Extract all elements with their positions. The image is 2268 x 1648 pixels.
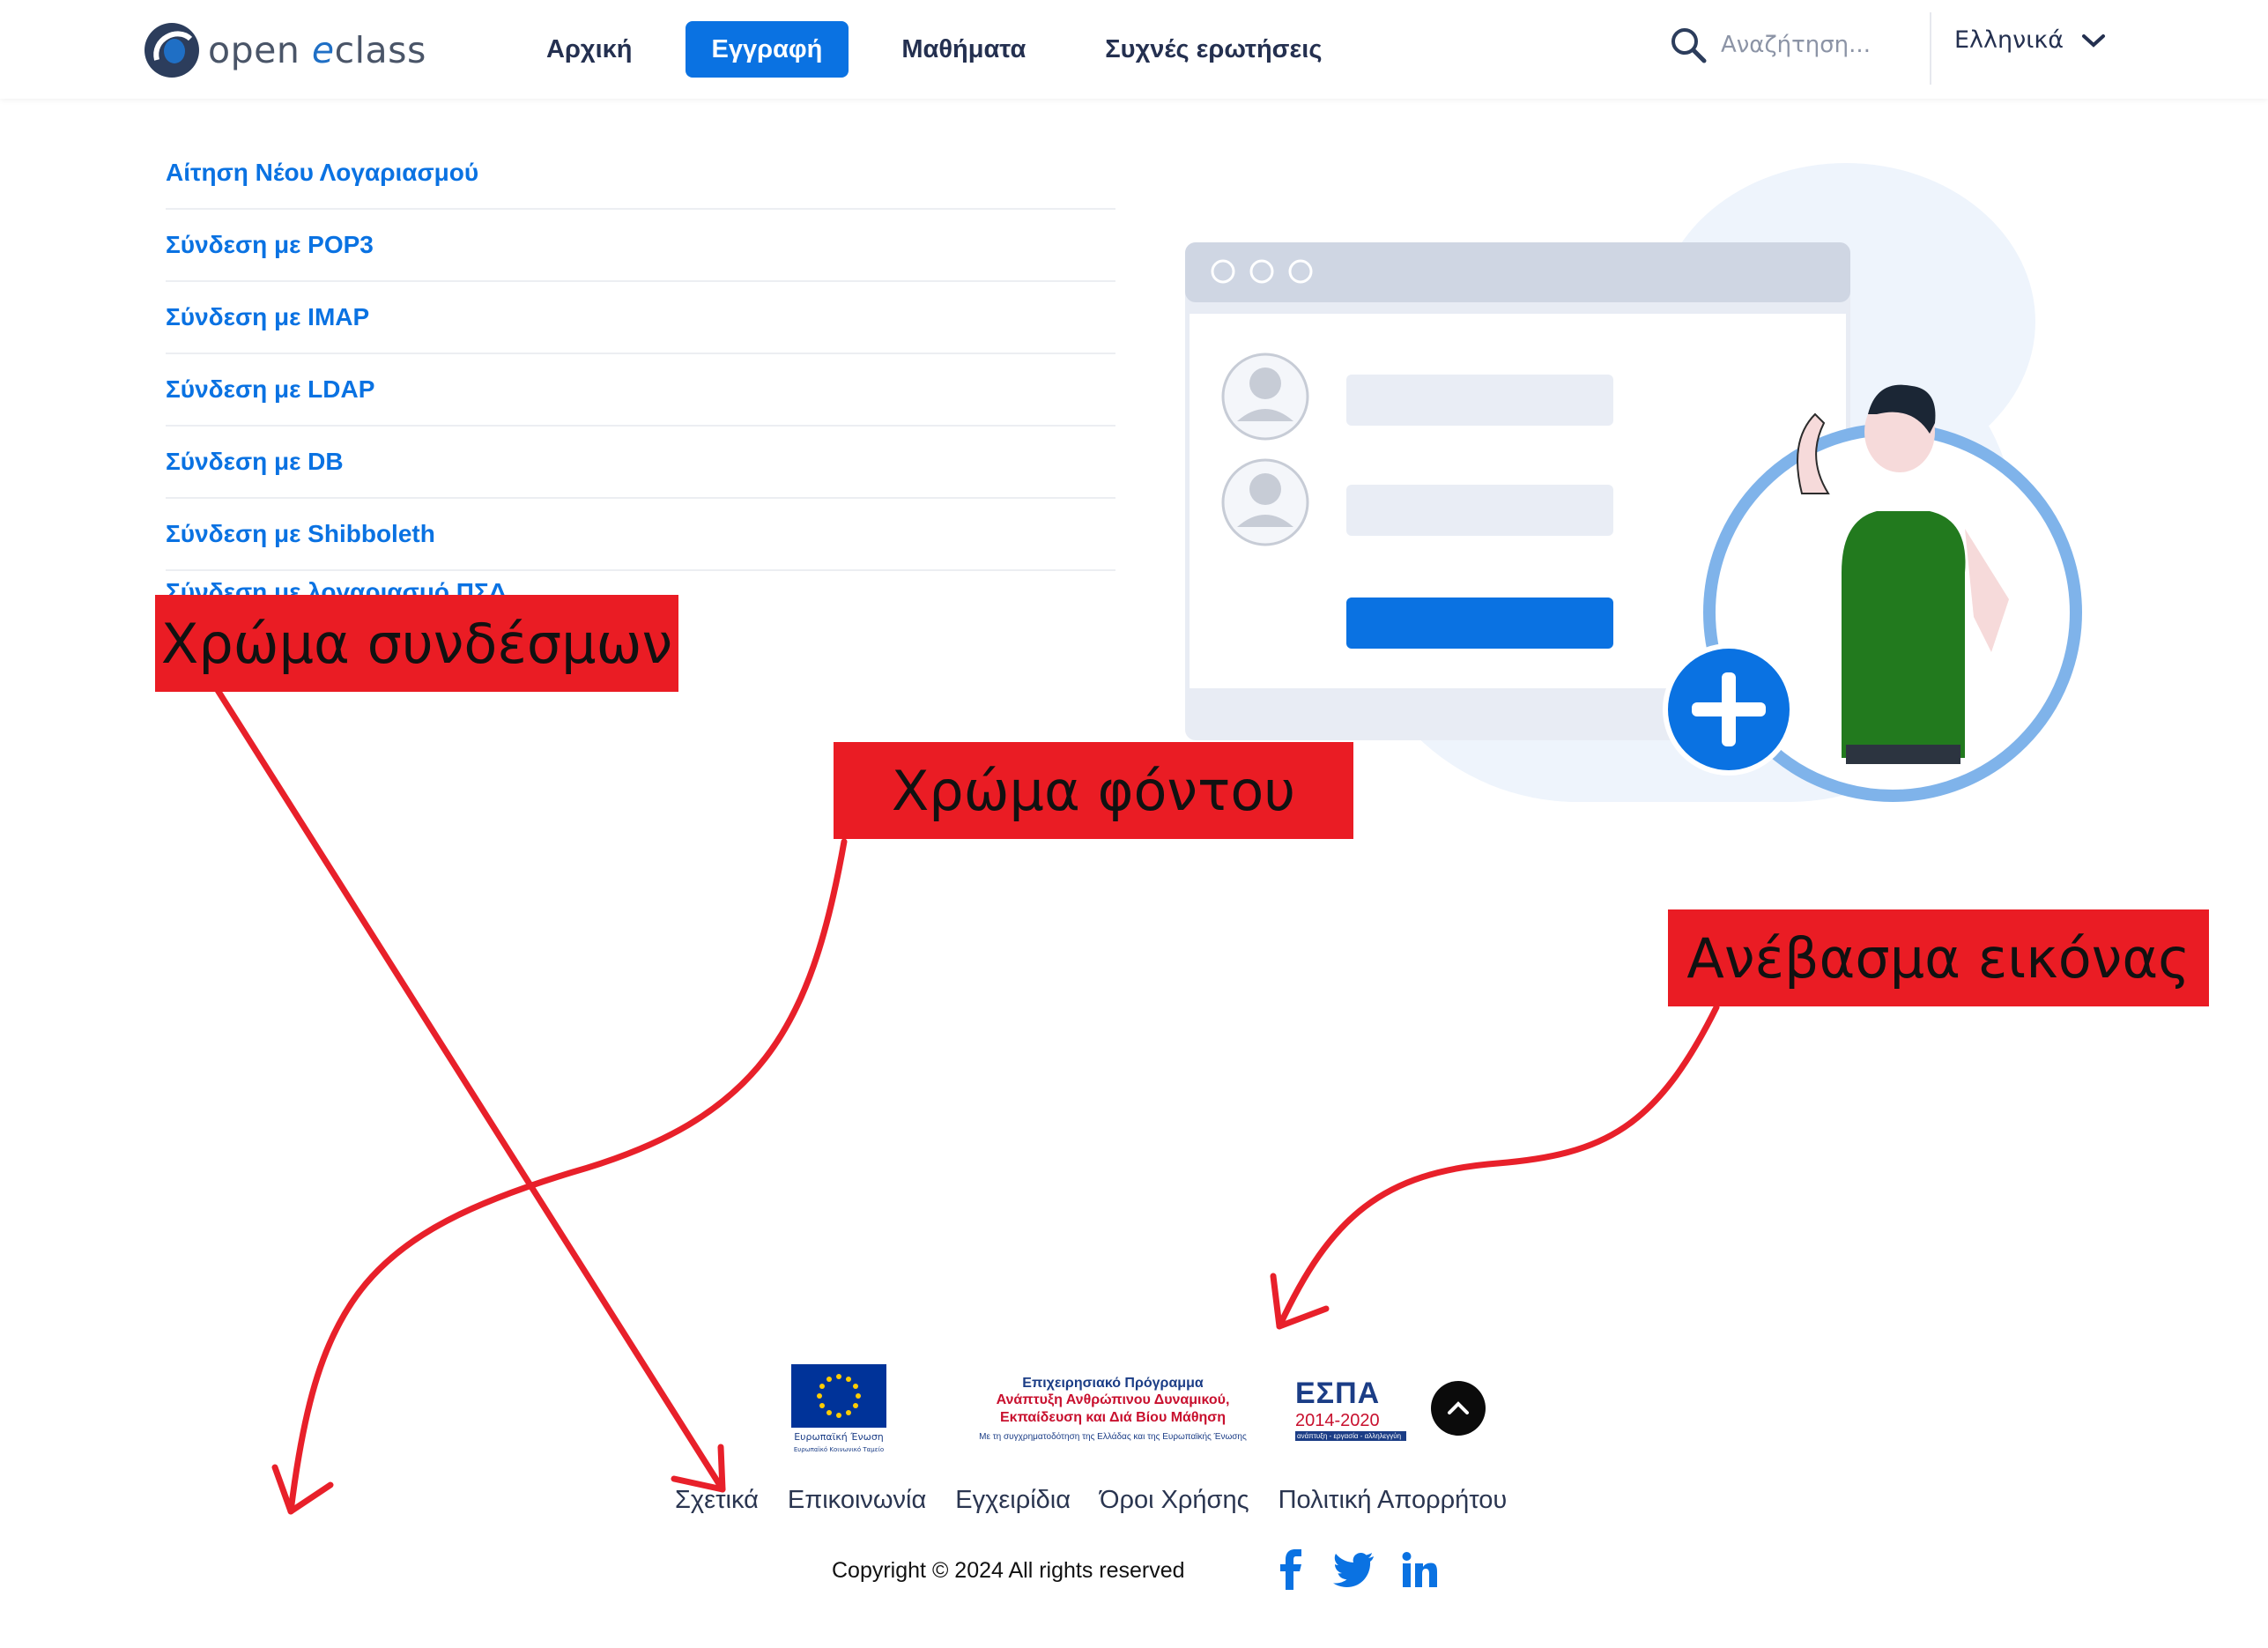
search-icon <box>1671 28 1707 63</box>
nav-item-courses[interactable]: Μαθήματα <box>901 35 1027 63</box>
form-field-2 <box>1346 485 1613 536</box>
eclass-logo-icon <box>145 23 199 78</box>
footer-links: Σχετικά Επικοινωνία Εγχειρίδια Όροι Χρήσ… <box>675 1486 1536 1515</box>
eu-caption: Ευρωπαϊκή Ένωση <box>794 1431 884 1443</box>
copyright-text: Copyright © 2024 All rights reserved <box>832 1558 1185 1583</box>
espa-title: ΕΣΠΑ <box>1295 1377 1381 1410</box>
user-avatar-1 <box>1221 353 1309 441</box>
eu-flag-icon <box>791 1364 886 1428</box>
nav-item-faq[interactable]: Συχνές ερωτήσεις <box>1105 35 1323 63</box>
annotation-background-color: Χρώμα φόντου <box>834 742 1353 839</box>
link-shibboleth[interactable]: Σύνδεση με Shibboleth <box>166 499 1115 571</box>
link-new-account[interactable]: Αίτηση Νέου Λογαριασμού <box>166 137 1115 210</box>
facebook-icon[interactable] <box>1278 1549 1306 1590</box>
epan-title: Επιχειρησιακό Πρόγραμμα <box>1022 1376 1204 1391</box>
linkedin-icon[interactable] <box>1401 1551 1438 1588</box>
annotation-link-color: Χρώμα συνδέσμων <box>155 595 678 692</box>
epan-line-2: Ανάπτυξη Ανθρώπινου Δυναμικού, <box>996 1392 1230 1407</box>
search-input[interactable]: Αναζήτηση... <box>1721 32 1871 58</box>
footer-link-terms[interactable]: Όροι Χρήσης <box>1100 1486 1249 1514</box>
footer-link-contact[interactable]: Επικοινωνία <box>787 1486 927 1514</box>
chevron-down-icon <box>2082 33 2106 48</box>
form-field-1 <box>1346 375 1613 426</box>
epan-logo: Επιχειρησιακό Πρόγραμμα Ανάπτυξη Ανθρώπι… <box>967 1376 1258 1442</box>
link-pop3[interactable]: Σύνδεση με POP3 <box>166 210 1115 282</box>
espa-years: 2014-2020 <box>1295 1411 1380 1430</box>
registration-illustration <box>1185 163 2082 802</box>
twitter-icon[interactable] <box>1332 1552 1375 1587</box>
back-to-top-button[interactable] <box>1431 1381 1486 1436</box>
footer-link-manuals[interactable]: Εγχειρίδια <box>955 1486 1071 1514</box>
social-links <box>1278 1549 1464 1590</box>
espa-tagline: ανάπτυξη - εργασία - αλληλεγγύη <box>1295 1431 1406 1441</box>
link-ldap[interactable]: Σύνδεση με LDAP <box>166 354 1115 427</box>
nav-item-home[interactable]: Αρχική <box>546 35 633 63</box>
header-divider <box>1930 12 1931 85</box>
submit-bar <box>1346 598 1613 649</box>
footer-link-privacy[interactable]: Πολιτική Απορρήτου <box>1278 1486 1508 1514</box>
plus-circle-icon <box>1663 643 1795 776</box>
funding-logos: Ευρωπαϊκή Ένωση Ευρωπαϊκό Κοινωνικό Ταμε… <box>791 1364 1406 1453</box>
epan-line-3: Εκπαίδευση και Διά Βίου Μάθηση <box>999 1410 1227 1425</box>
link-db[interactable]: Σύνδεση με DB <box>166 427 1115 499</box>
eu-subcaption: Ευρωπαϊκό Κοινωνικό Ταμείο <box>793 1446 885 1453</box>
link-imap[interactable]: Σύνδεση με IMAP <box>166 282 1115 354</box>
nav-item-register[interactable]: Εγγραφή <box>685 21 849 78</box>
arrow-link-color <box>212 684 726 1493</box>
search-box[interactable]: Αναζήτηση... <box>1670 26 1871 63</box>
language-select[interactable]: Ελληνικά <box>1954 26 2106 54</box>
person-badge <box>1703 384 2082 802</box>
chevron-up-icon <box>1448 1401 1469 1414</box>
footer-link-about[interactable]: Σχετικά <box>675 1486 759 1514</box>
annotation-image-upload: Ανέβασμα εικόνας <box>1668 909 2209 1006</box>
language-label: Ελληνικά <box>1954 26 2064 54</box>
eu-logo: Ευρωπαϊκή Ένωση Ευρωπαϊκό Κοινωνικό Ταμε… <box>791 1364 886 1453</box>
logo[interactable]: open eclass <box>143 19 426 81</box>
logo-text: open eclass <box>208 29 426 71</box>
arrow-image-upload <box>1276 1004 1720 1330</box>
arrow-background-color <box>287 838 848 1515</box>
header: open eclass Αρχική Εγγραφή Μαθήματα Συχν… <box>0 0 2268 99</box>
espa-logo: ΕΣΠΑ 2014-2020 ανάπτυξη - εργασία - αλλη… <box>1295 1377 1406 1441</box>
epan-line-4: Με τη συγχρηματοδότηση της Ελλάδας και τ… <box>979 1432 1247 1442</box>
main-nav: Αρχική Εγγραφή Μαθήματα Συχνές ερωτήσεις <box>520 21 1375 78</box>
user-avatar-2 <box>1221 458 1309 546</box>
login-methods-list: Αίτηση Νέου Λογαριασμού Σύνδεση με POP3 … <box>166 137 1115 606</box>
